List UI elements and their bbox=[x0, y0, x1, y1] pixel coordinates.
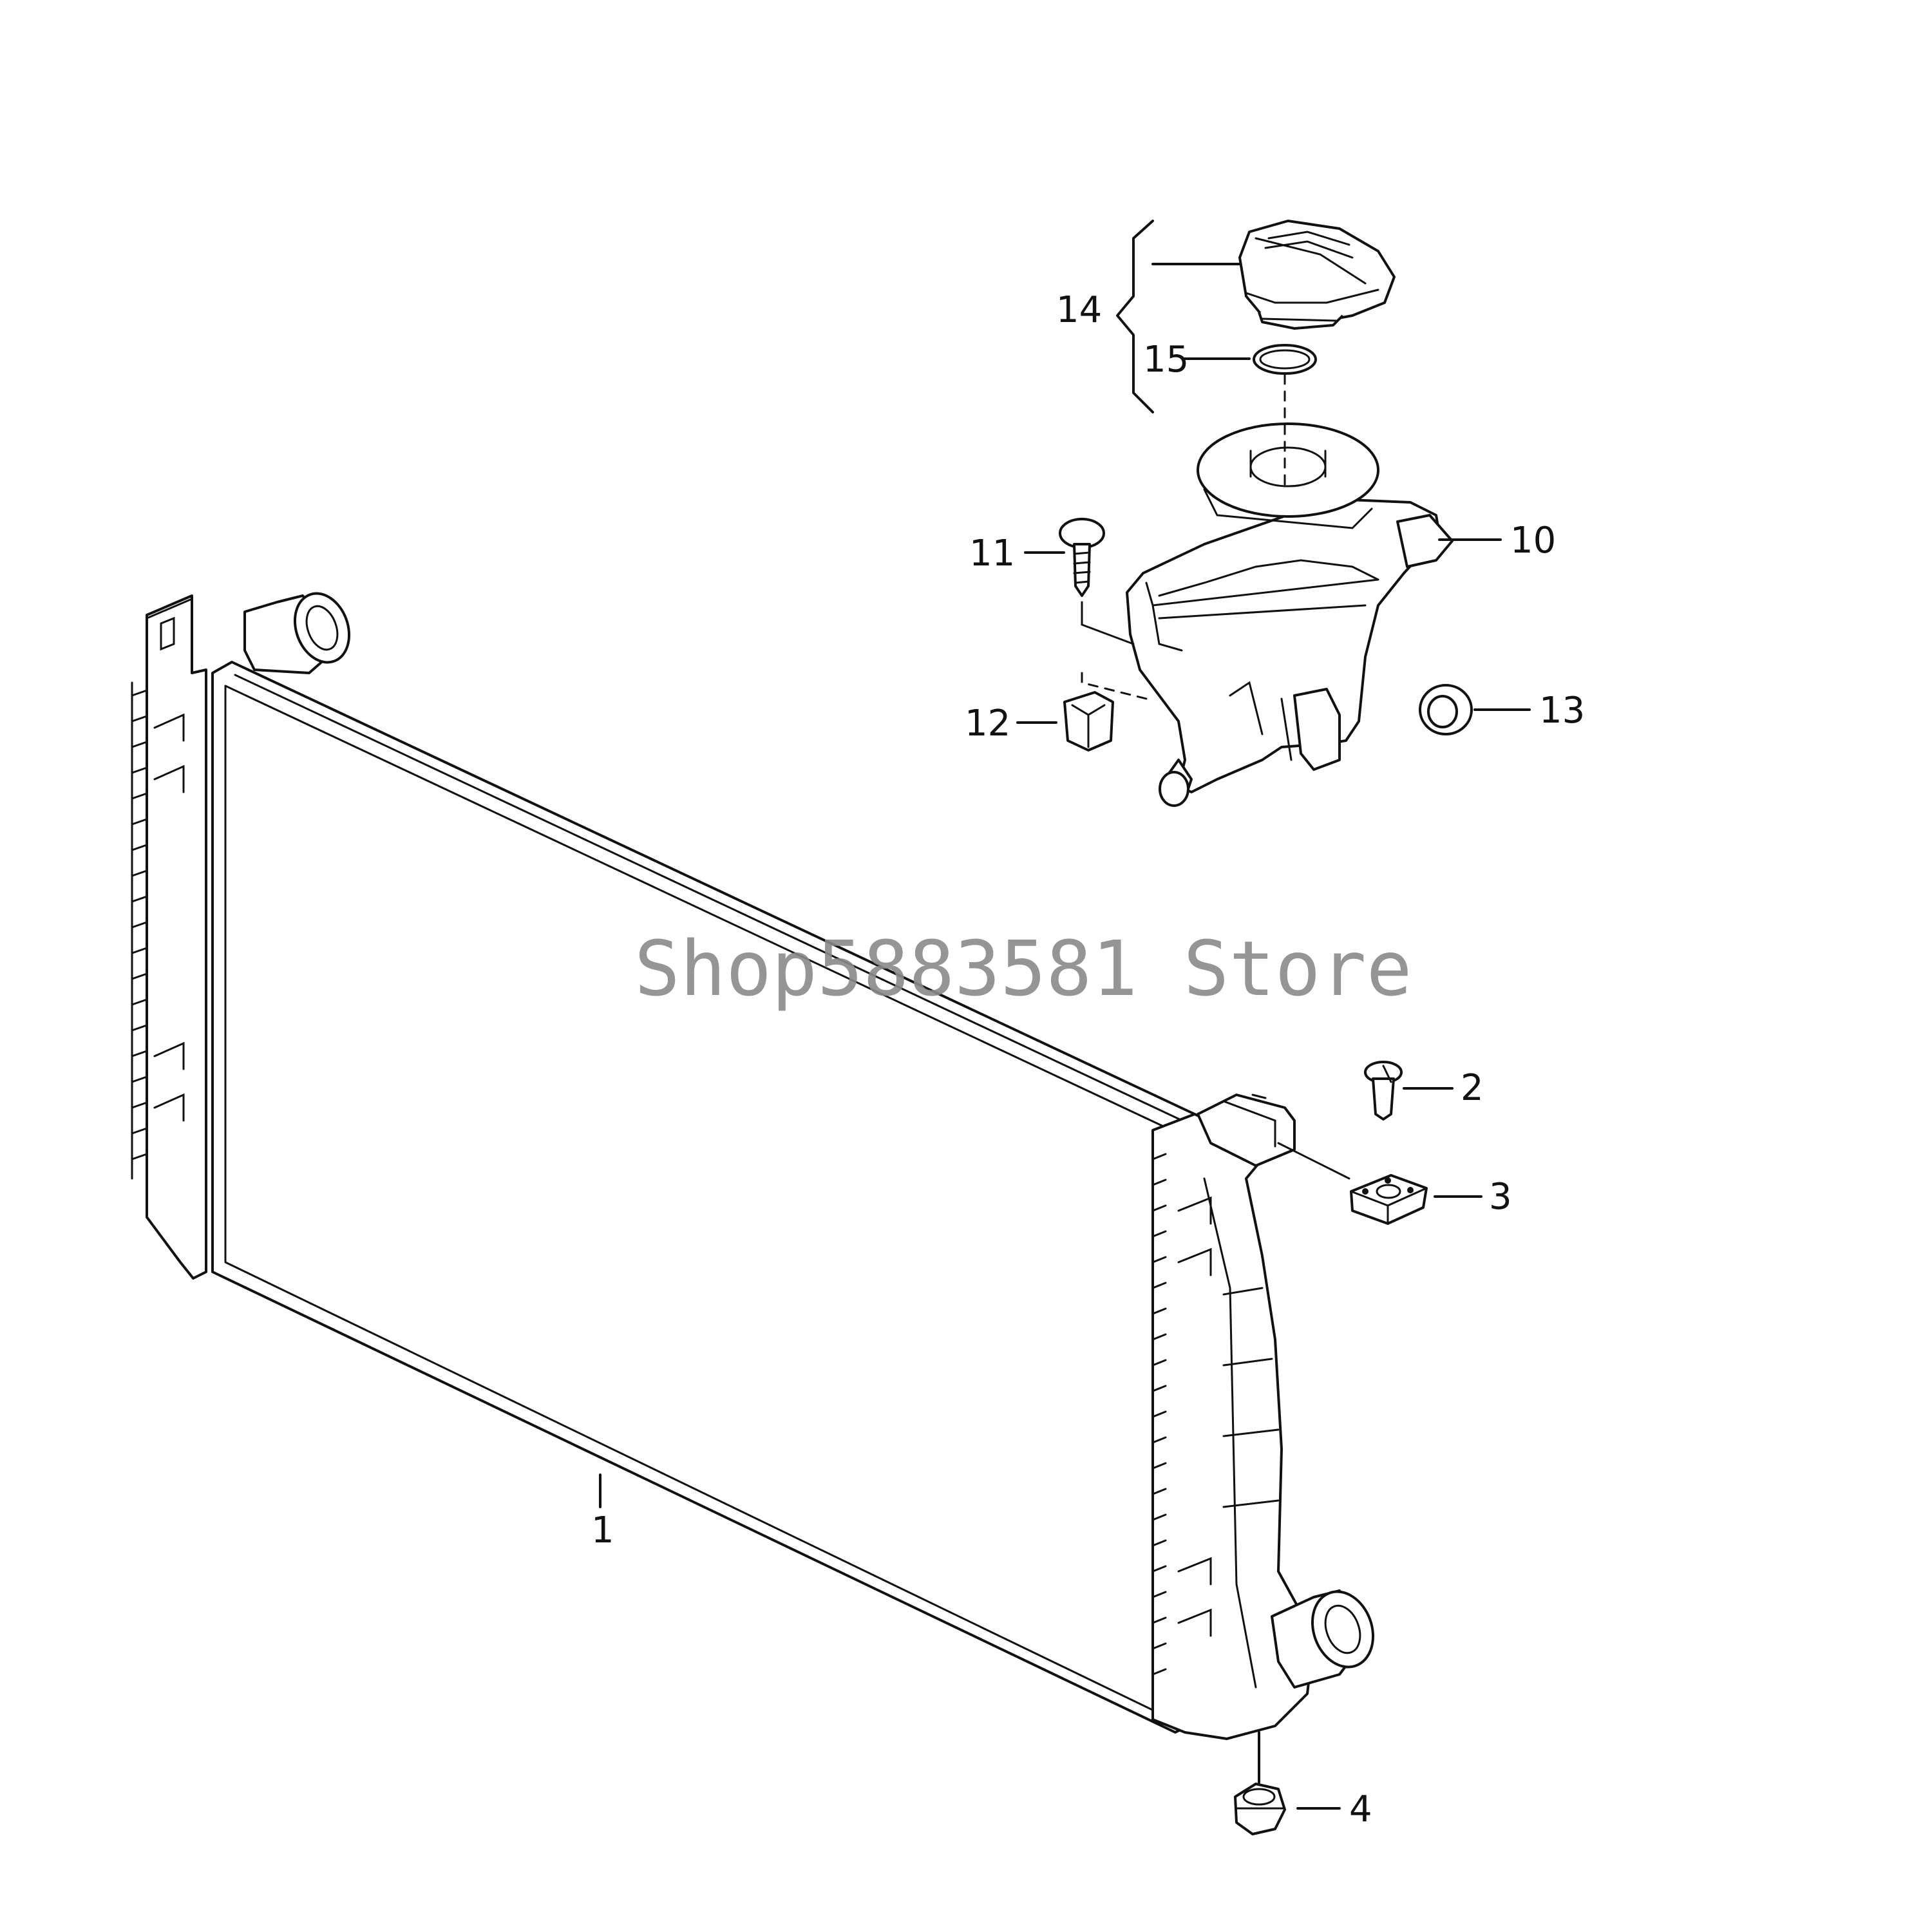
rubber-mount-part-3 bbox=[1277, 1142, 1482, 1225]
callout-1: 1 bbox=[591, 1510, 614, 1551]
radiator-upper-neck bbox=[243, 592, 351, 674]
radiator bbox=[131, 592, 1375, 1740]
right-tank-ribs bbox=[1151, 1145, 1280, 1714]
expansion-tank-neck bbox=[1197, 422, 1379, 518]
callout-3: 3 bbox=[1489, 1176, 1512, 1218]
radiator-left-tank bbox=[146, 594, 207, 1280]
expansion-tank-body bbox=[1126, 498, 1441, 793]
callout-13: 13 bbox=[1539, 690, 1585, 732]
callout-10: 10 bbox=[1510, 520, 1556, 562]
radiator-bracket bbox=[1197, 1094, 1296, 1167]
grommet-part-13 bbox=[1419, 684, 1531, 735]
store-watermark: Shop5883581 Store bbox=[634, 924, 1412, 1013]
callout-2: 2 bbox=[1461, 1067, 1484, 1109]
radiator-core bbox=[211, 661, 1196, 1734]
callout-11: 11 bbox=[969, 533, 1015, 574]
callout-15: 15 bbox=[1143, 339, 1189, 381]
radiator-lower-neck bbox=[1271, 1589, 1375, 1689]
cap-assembly bbox=[1116, 220, 1396, 491]
left-tank-ribs bbox=[131, 597, 193, 1180]
radiator-cap bbox=[1238, 220, 1396, 327]
lower-mount-part-4 bbox=[1234, 1731, 1341, 1835]
expansion-tank bbox=[1126, 422, 1502, 807]
callout-12: 12 bbox=[965, 703, 1010, 744]
rivet-nut-part-2 bbox=[1364, 1061, 1454, 1121]
clip-part-12 bbox=[1016, 672, 1148, 752]
callout-14: 14 bbox=[1056, 289, 1102, 331]
callout-4: 4 bbox=[1349, 1788, 1372, 1830]
expansion-tank-sensor bbox=[1293, 688, 1341, 771]
radiator-core-inner bbox=[224, 685, 1180, 1718]
screw-part-11 bbox=[1024, 518, 1135, 645]
callout-14-bracket bbox=[1116, 220, 1154, 413]
